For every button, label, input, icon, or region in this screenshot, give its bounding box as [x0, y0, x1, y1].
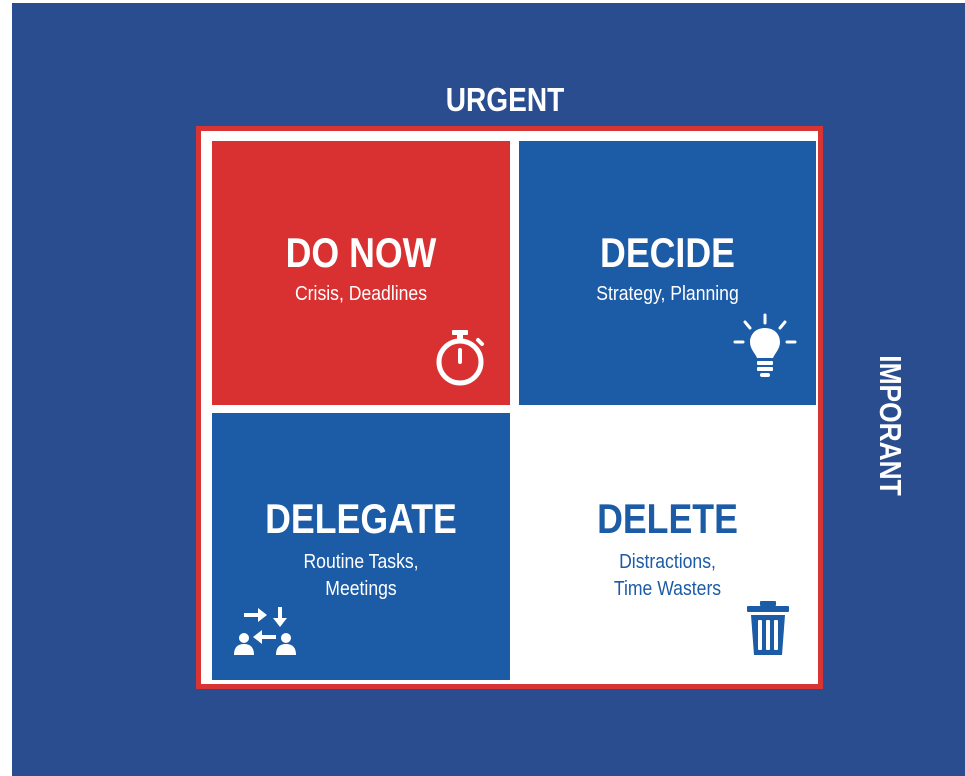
quadrant-subtitle: Crisis, Deadlines	[294, 283, 428, 305]
lightbulb-icon	[733, 313, 797, 390]
quadrant-do-now: DO NOW Crisis, Deadlines	[212, 141, 510, 405]
quadrant-subtitle-line-1: Routine Tasks,	[303, 551, 419, 573]
axis-label-urgent: URGENT	[445, 81, 565, 118]
axis-label-important: IMPORANT	[873, 355, 908, 496]
delegate-people-icon	[234, 605, 300, 662]
quadrant-title: DELETE	[597, 495, 738, 542]
quadrant-delegate: DELEGATE Routine Tasks, Meetings	[212, 413, 510, 680]
quadrant-delete: DELETE Distractions, Time Wasters	[519, 413, 816, 680]
quadrant-title: DO NOW	[285, 229, 437, 276]
quadrant-title: DECIDE	[600, 229, 735, 276]
quadrant-subtitle-line-1: Distractions,	[619, 551, 716, 573]
quadrant-title: DELEGATE	[265, 495, 457, 542]
quadrant-decide: DECIDE Strategy, Planning	[519, 141, 816, 405]
quadrant-subtitle-line-2: Meetings	[325, 578, 397, 600]
quadrant-subtitle-line-2: Time Wasters	[613, 578, 722, 600]
background-canvas: URGENT IMPORANT DO NOW Crisis, Deadlines…	[12, 3, 965, 776]
eisenhower-matrix: DO NOW Crisis, Deadlines DECIDE Strategy…	[196, 126, 823, 689]
quadrant-subtitle: Strategy, Planning	[596, 283, 739, 305]
trash-icon	[744, 599, 792, 662]
stopwatch-icon	[432, 328, 488, 393]
